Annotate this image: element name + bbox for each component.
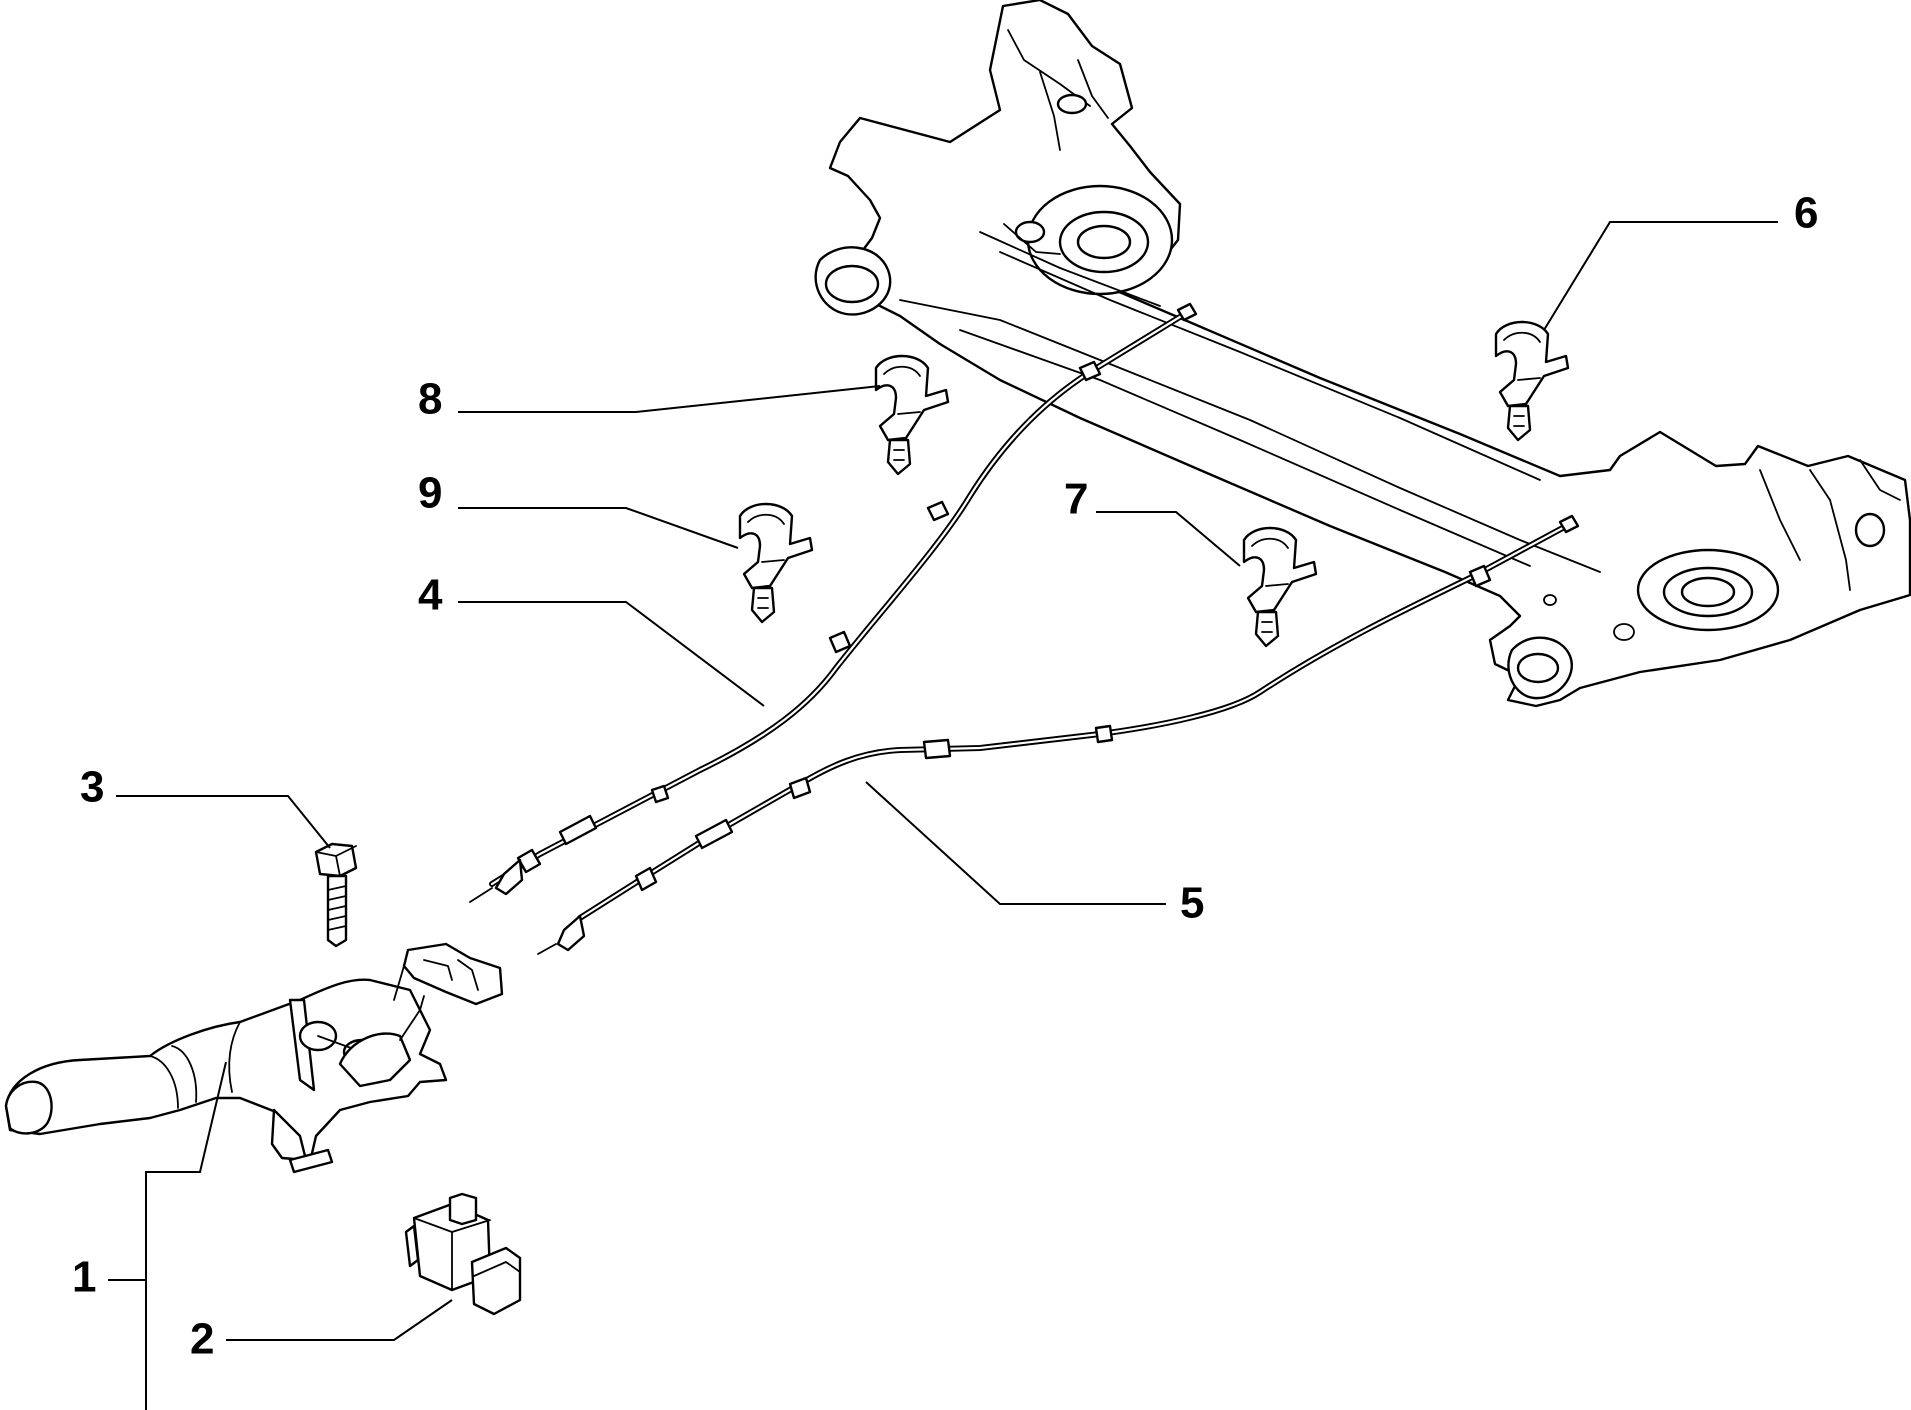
switch	[404, 1192, 522, 1316]
hand-brake-lever	[4, 942, 504, 1174]
callout-2: 2	[190, 1315, 214, 1364]
clip-6	[1494, 320, 1570, 442]
bolt	[314, 842, 358, 948]
callout-5: 5	[1180, 879, 1204, 928]
clip-8	[874, 354, 950, 476]
callout-7: 7	[1064, 475, 1088, 524]
cable-right	[577, 514, 1580, 921]
callout-9: 9	[418, 469, 442, 518]
cable-end-fittings	[469, 858, 586, 955]
leader-lines	[108, 221, 1778, 1410]
cable-left	[489, 302, 1198, 887]
callout-4: 4	[418, 571, 443, 620]
rear-axle-beam	[814, 0, 1911, 708]
callout-6: 6	[1794, 189, 1818, 238]
callout-3: 3	[80, 763, 104, 812]
clip-7	[1242, 526, 1318, 648]
callout-labels: 1 2 3 4 5 6 7 8 9	[72, 189, 1818, 1364]
clip-9	[738, 502, 814, 624]
callout-8: 8	[418, 375, 442, 424]
callout-1: 1	[72, 1253, 96, 1302]
